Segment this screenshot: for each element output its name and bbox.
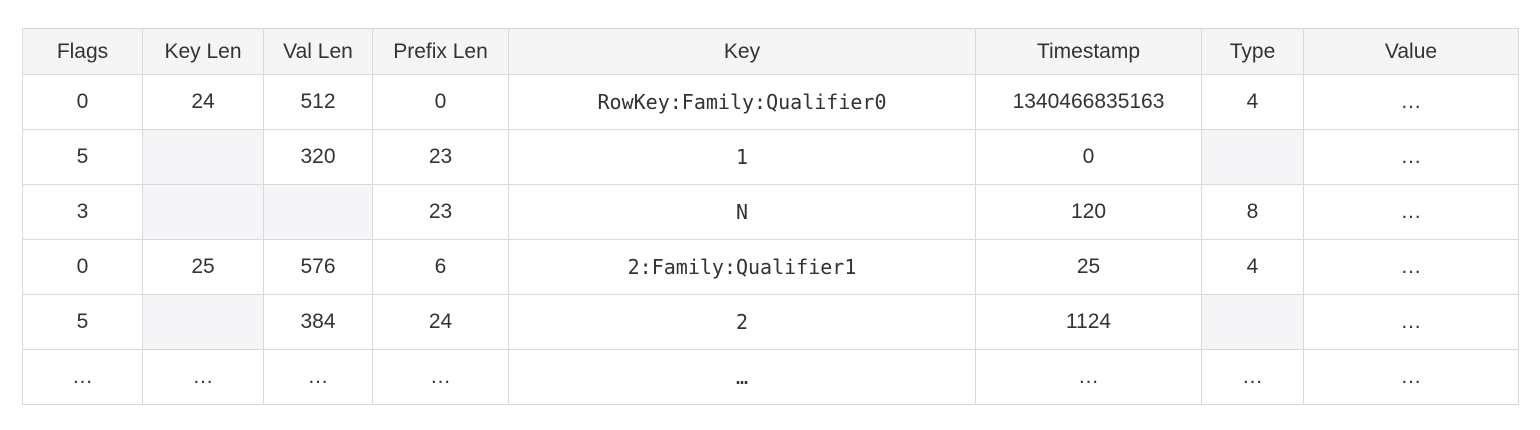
column-header-key: Key [508, 28, 976, 75]
table-row: …………………… [22, 349, 1519, 405]
table-cell: 3 [22, 184, 143, 240]
table-cell: 320 [263, 129, 373, 185]
column-header-value: Value [1303, 28, 1519, 75]
table-cell: 0 [372, 74, 509, 130]
table-cell: 0 [975, 129, 1202, 185]
table-cell: … [1303, 294, 1519, 350]
table-cell: … [142, 349, 264, 405]
table-cell: 24 [372, 294, 509, 350]
table-cell: … [508, 349, 976, 405]
table-cell [142, 294, 264, 350]
table-cell: 24 [142, 74, 264, 130]
table-cell [1201, 294, 1304, 350]
table-cell: 512 [263, 74, 373, 130]
table-cell: 23 [372, 129, 509, 185]
table-cell [1201, 129, 1304, 185]
table-cell: 25 [142, 239, 264, 295]
table-cell: 2 [508, 294, 976, 350]
table-cell: … [1201, 349, 1304, 405]
column-header-key-len: Key Len [142, 28, 264, 75]
table-cell: … [1303, 239, 1519, 295]
table-cell: … [1303, 349, 1519, 405]
table-cell: 1124 [975, 294, 1202, 350]
table-cell [263, 184, 373, 240]
table-cell: RowKey:Family:Qualifier0 [508, 74, 976, 130]
table-cell: 4 [1201, 74, 1304, 130]
table-cell: 0 [22, 74, 143, 130]
table-cell: … [975, 349, 1202, 405]
table-cell: … [1303, 184, 1519, 240]
column-header-timestamp: Timestamp [975, 28, 1202, 75]
table-cell: … [22, 349, 143, 405]
table-cell: 120 [975, 184, 1202, 240]
table-cell: 4 [1201, 239, 1304, 295]
column-header-prefix-len: Prefix Len [372, 28, 509, 75]
table-cell: 25 [975, 239, 1202, 295]
table-cell: 8 [1201, 184, 1304, 240]
table-cell: … [263, 349, 373, 405]
table-cell: 5 [22, 129, 143, 185]
table-cell: 5 [22, 294, 143, 350]
table-cell [142, 184, 264, 240]
table-cell [142, 129, 264, 185]
table-cell: 23 [372, 184, 509, 240]
table-cell: 576 [263, 239, 373, 295]
table-cell: 2:Family:Qualifier1 [508, 239, 976, 295]
column-header-flags: Flags [22, 28, 143, 75]
table-cell: … [372, 349, 509, 405]
table-cell: 0 [22, 239, 143, 295]
table-cell: 6 [372, 239, 509, 295]
column-header-type: Type [1201, 28, 1304, 75]
table-cell: … [1303, 129, 1519, 185]
table-cell: N [508, 184, 976, 240]
table-cell: … [1303, 74, 1519, 130]
table-cell: 1 [508, 129, 976, 185]
table-cell: 384 [263, 294, 373, 350]
table-cell: 1340466835163 [975, 74, 1202, 130]
column-header-val-len: Val Len [263, 28, 373, 75]
